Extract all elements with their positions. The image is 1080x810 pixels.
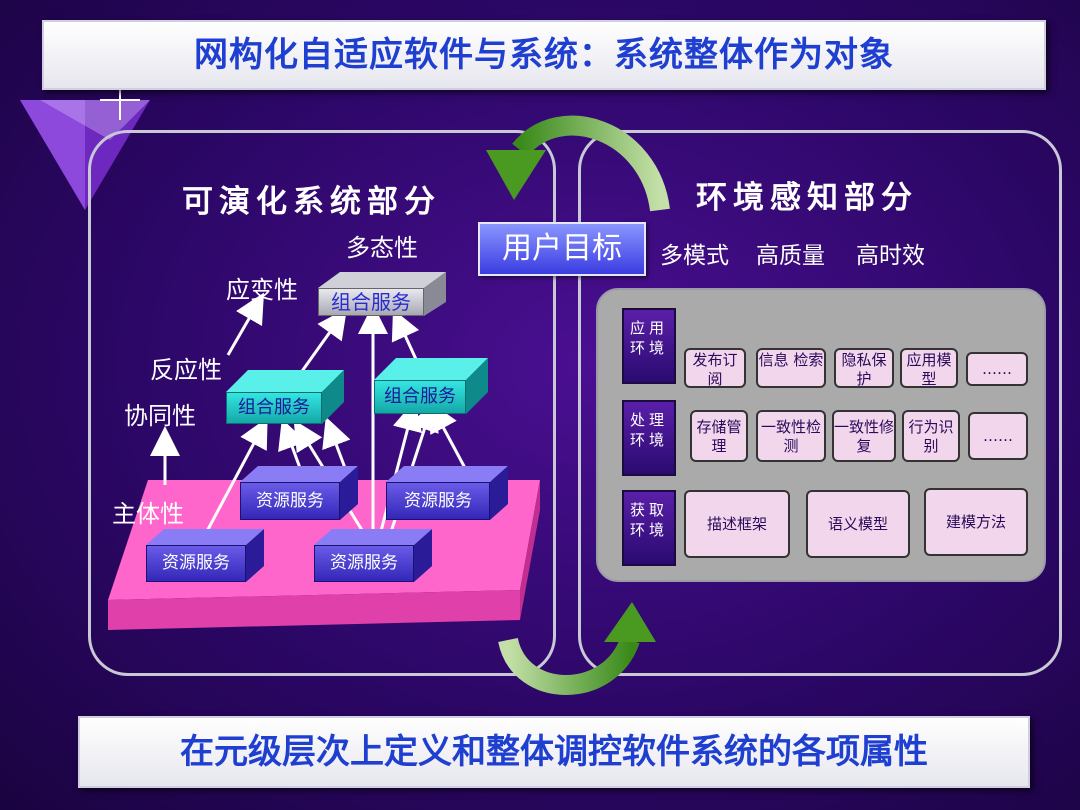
item-app-model: 应用模型: [900, 348, 958, 388]
composite-service-right: 组合服务: [374, 380, 466, 414]
user-goal-box: 用户目标: [478, 222, 646, 276]
composite-service-label: 组合服务: [238, 397, 310, 418]
composite-service-top: 组合服务: [318, 288, 424, 316]
teal-box-depth: [374, 358, 488, 414]
item-semantic-model: 语义模型: [806, 490, 910, 558]
reactivity-label: 反应性: [150, 356, 222, 384]
quality-high-quality: 高质量: [756, 243, 825, 269]
resource-service-label: 资源服务: [162, 553, 230, 573]
evolvable-system-panel: [88, 130, 556, 676]
resource-service-label: 资源服务: [256, 491, 324, 511]
item-storage-mgmt: 存储管理: [690, 410, 748, 462]
subjectivity-label: 主体性: [112, 500, 184, 528]
item-privacy: 隐私保护: [834, 348, 894, 388]
row-label-application-env: 应用环境: [622, 308, 676, 384]
composite-service-label: 组合服务: [331, 290, 411, 314]
polymorphism-label: 多态性: [346, 234, 418, 262]
resource-service: 资源服务: [314, 545, 414, 582]
row-label-processing-env: 处理环境: [622, 400, 676, 476]
environment-awareness-panel: [578, 130, 1062, 676]
quality-multimodal: 多模式: [660, 243, 729, 269]
resource-service: 资源服务: [146, 545, 246, 582]
quality-timeliness: 高时效: [856, 243, 925, 269]
item-consistency-check: 一致性检测: [756, 410, 826, 462]
item-description-framework: 描述框架: [684, 490, 790, 558]
item-consistency-repair: 一致性修复: [832, 410, 896, 462]
item-info-retrieval: 信息 检索: [756, 348, 826, 388]
resource-service-label: 资源服务: [404, 491, 472, 511]
right-heading: 环境感知部分: [696, 180, 918, 216]
row-label-acquisition-env: 获取环境: [622, 490, 676, 566]
item-modeling-method: 建模方法: [924, 488, 1028, 556]
item-publish-subscribe: 发布订阅: [684, 348, 746, 388]
resource-service: 资源服务: [386, 482, 490, 520]
collaboration-label: 协同性: [124, 402, 196, 430]
item-more: ……: [966, 352, 1028, 386]
composite-service-label: 组合服务: [384, 386, 456, 407]
gray-box-depth: [318, 272, 446, 316]
left-heading: 可演化系统部分: [182, 184, 441, 220]
item-behavior-recognition: 行为识别: [902, 410, 960, 462]
resource-service-label: 资源服务: [330, 553, 398, 573]
resource-service: 资源服务: [240, 482, 340, 520]
page-title: 网构化自适应软件与系统：系统整体作为对象: [42, 20, 1046, 90]
teal-box-depth: [226, 370, 344, 424]
composite-service-left: 组合服务: [226, 392, 322, 424]
item-more: ……: [968, 412, 1028, 460]
footer-banner: 在元级层次上定义和整体调控软件系统的各项属性: [78, 716, 1030, 788]
diamond-decoration: [20, 80, 150, 210]
adaptability-label: 应变性: [226, 276, 298, 304]
